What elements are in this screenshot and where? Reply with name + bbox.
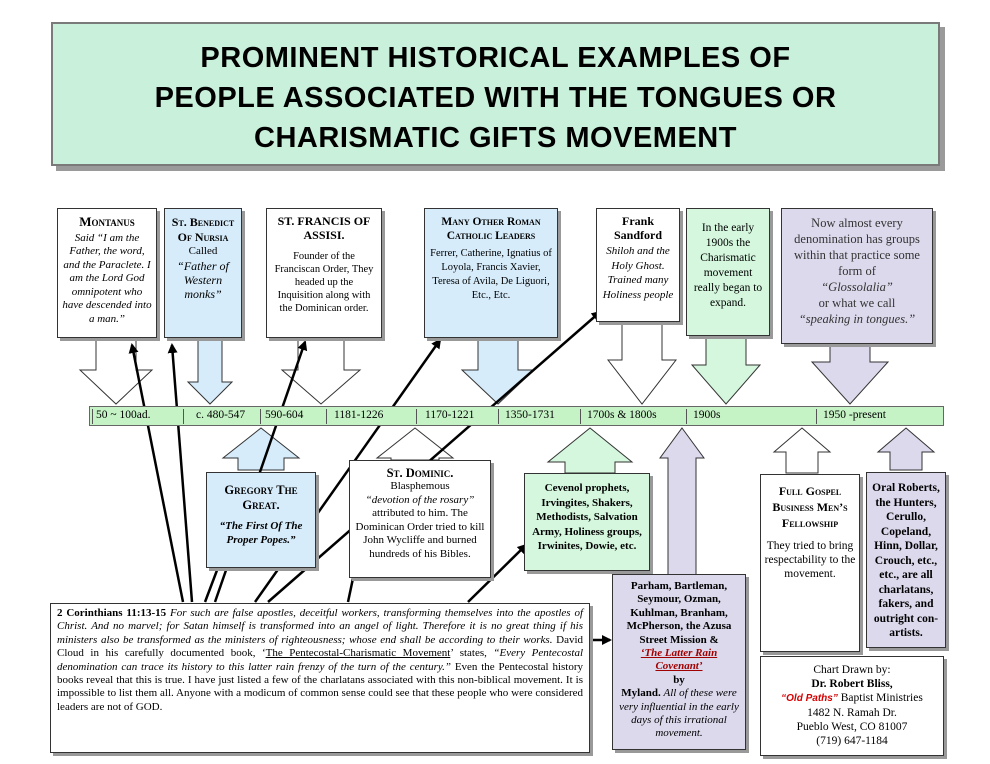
old-paths-logo: “Old Paths” [781,693,838,704]
arrow-benedict [186,337,234,405]
full-gospel-box: Full Gospel Business Men’s Fellowship Th… [760,474,860,652]
arrow-sandford [606,321,678,405]
arrow-parham [659,427,705,583]
scripture-text-box: 2 Corinthians 11:13-15 For such are fals… [50,603,590,753]
pointer-groups [467,543,528,603]
timeline-label: 1170-1221 [425,409,475,421]
pointer-sandford [267,310,602,603]
catholic-box: Many Other Roman Catholic Leaders Ferrer… [424,208,558,338]
timeline-bar: 50 ~ 100ad. c. 480-547 590-604 1181-1226… [89,406,944,426]
timeline-label: 1700s & 1800s [587,409,657,421]
credit-box: Chart Drawn by: Dr. Robert Bliss, “Old P… [760,656,944,756]
arrow-now [810,343,890,405]
parham-box: Parham, Bartleman, Seymour, Ozman, Kuhlm… [612,574,746,750]
dominic-box: St. Dominic. Blasphemous “devotion of th… [349,460,491,578]
oral-roberts-box: Oral Roberts, the Hunters, Cerullo, Cope… [866,472,946,648]
groups-box: Cevenol prophets, Irvingites, Shakers, M… [524,473,650,571]
arrow-groups [546,427,634,474]
francis-box: ST. FRANCIS OF ASSISI. Founder of the Fr… [266,208,382,338]
arrow-catholic [460,337,536,405]
gregory-box: Gregory The Great. “The First Of The Pro… [206,472,316,568]
timeline-label: c. 480-547 [196,409,246,421]
arrow-oral [876,427,936,471]
early-1900s-box: In the early 1900s the Charismatic movem… [686,208,770,336]
benedict-box: St. Benedict Of Nursia Called “Father of… [164,208,242,338]
arrow-dominic [375,427,455,461]
montanus-box: Montanus Said “I am the Father, the word… [57,208,157,338]
title-banner: PROMINENT HISTORICAL EXAMPLES OF PEOPLE … [51,22,940,166]
arrow-1900s [690,335,762,405]
timeline-label: 50 ~ 100ad. [96,409,151,421]
timeline-label: 1181-1226 [334,409,384,421]
timeline-label: 1900s [693,409,721,421]
page-title: PROMINENT HISTORICAL EXAMPLES OF PEOPLE … [154,42,837,154]
pointer-benedict [167,343,194,603]
sandford-box: Frank Sandford Shiloh and the Holy Ghost… [596,208,680,322]
pointer-montanus [128,343,185,603]
timeline-label: 590-604 [265,409,304,421]
timeline-label: 1350-1731 [505,409,555,421]
arrow-fullgospel [772,427,832,474]
now-box: Now almost every denomination has groups… [781,208,933,344]
timeline-label: 1950 -present [823,409,886,421]
arrow-gregory [221,427,301,471]
